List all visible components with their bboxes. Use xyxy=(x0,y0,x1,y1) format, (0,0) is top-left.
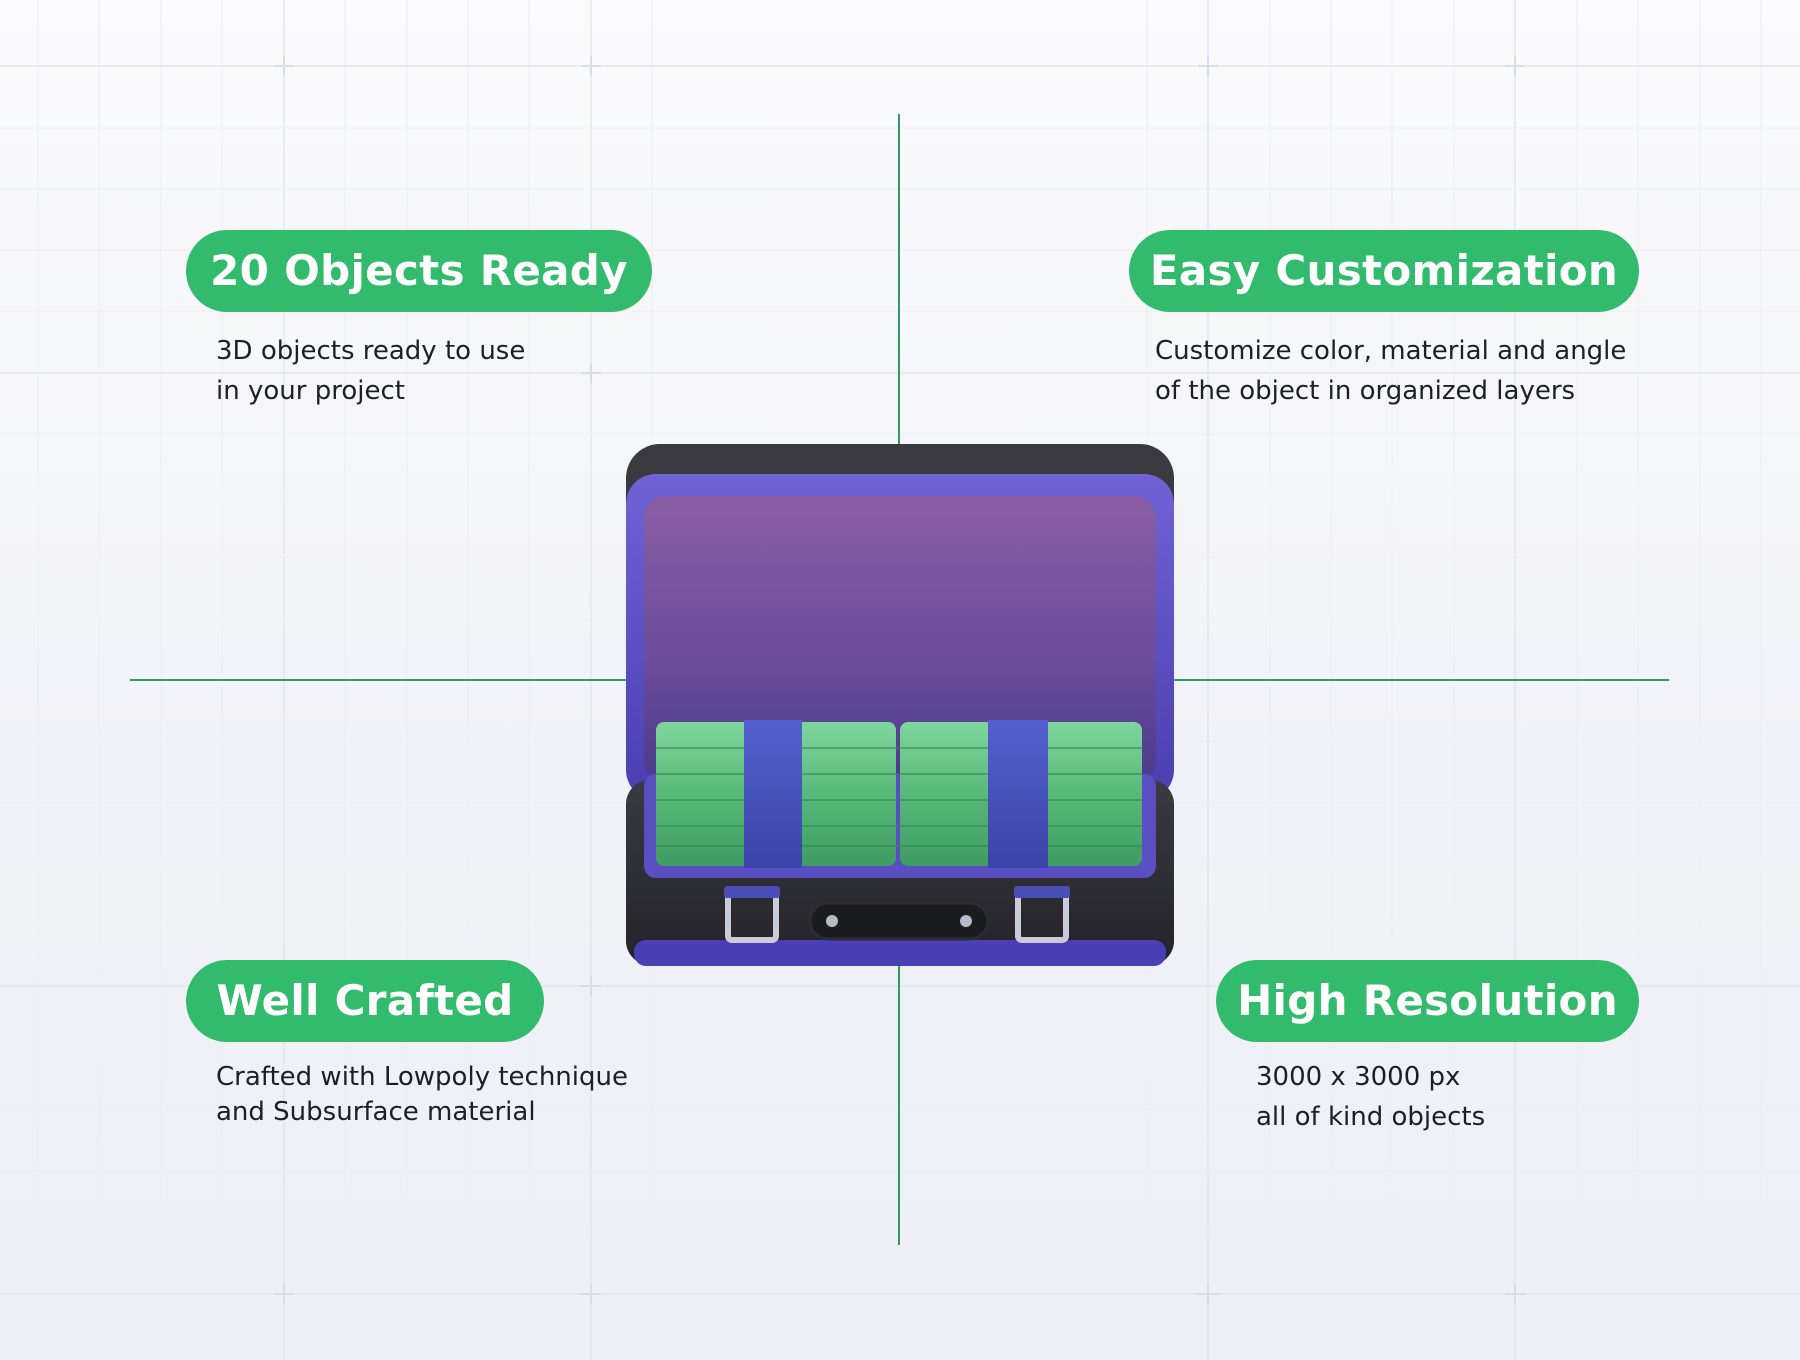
handle-rivet xyxy=(960,915,972,927)
horizontal-axis-left xyxy=(130,679,628,681)
feature-title-well-crafted: Well Crafted xyxy=(186,960,544,1042)
money-band xyxy=(744,720,802,868)
description-line: and Subsurface material xyxy=(216,1097,536,1127)
vertical-axis-top xyxy=(898,114,900,444)
handle-rivet xyxy=(826,915,838,927)
description-line: in your project xyxy=(216,376,405,406)
latch-left-base xyxy=(724,886,780,898)
horizontal-axis-right xyxy=(1172,679,1669,681)
open-briefcase-with-cash-icon xyxy=(626,444,1174,966)
case-bottom-trim xyxy=(634,940,1166,966)
feature-description-well-crafted: Crafted with Lowpoly technique and Subsu… xyxy=(216,1060,628,1130)
feature-description-objects-ready: 3D objects ready to use in your project xyxy=(216,331,525,411)
feature-description-easy-customization: Customize color, material and angle of t… xyxy=(1155,331,1626,411)
description-line: Crafted with Lowpoly technique xyxy=(216,1062,628,1092)
money-band xyxy=(988,720,1048,868)
feature-title-high-resolution: High Resolution xyxy=(1216,960,1639,1042)
latch-right-base xyxy=(1014,886,1070,898)
handle xyxy=(808,901,990,941)
description-line: Customize color, material and angle xyxy=(1155,336,1627,366)
feature-title-objects-ready: 20 Objects Ready xyxy=(186,230,652,312)
feature-title-easy-customization: Easy Customization xyxy=(1129,230,1639,312)
description-line: 3000 x 3000 px xyxy=(1256,1062,1461,1092)
description-line: all of kind objects xyxy=(1256,1102,1486,1132)
vertical-axis-bottom xyxy=(898,965,900,1245)
description-line: 3D objects ready to use xyxy=(216,336,526,366)
lid-inner-panel xyxy=(644,496,1156,782)
description-line: of the object in organized layers xyxy=(1155,376,1576,406)
feature-description-high-resolution: 3000 x 3000 px all of kind objects xyxy=(1256,1057,1485,1137)
